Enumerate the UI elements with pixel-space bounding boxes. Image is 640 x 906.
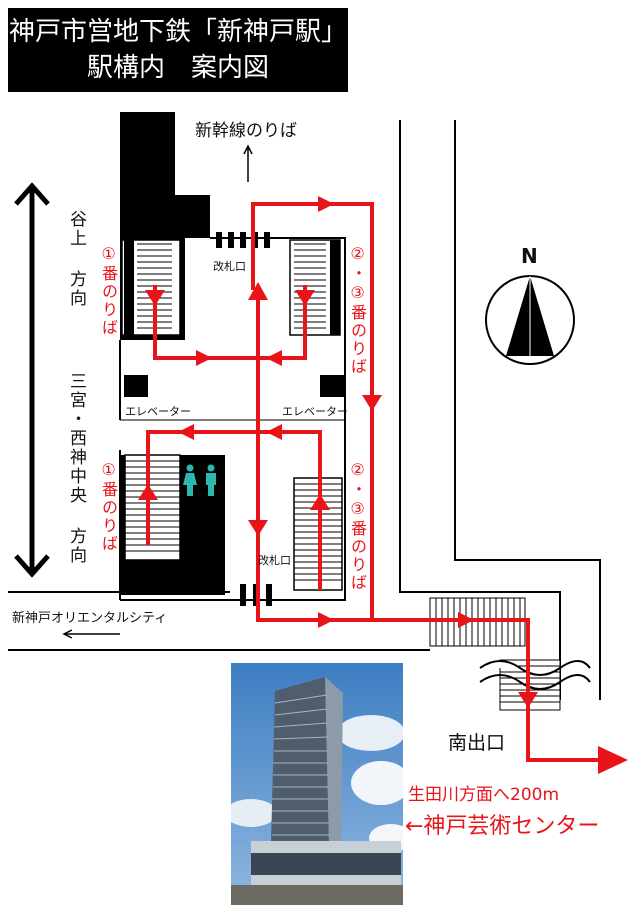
up-arrow-icon <box>243 144 253 182</box>
south-exit-label: 南出口 <box>448 732 506 754</box>
oriental-city-label: 新神戸オリエンタルシティ <box>12 611 168 626</box>
shinkansen-label: 新幹線のりば <box>195 121 297 141</box>
north-compass-icon <box>485 275 575 365</box>
elevator-left-box <box>124 375 148 397</box>
title-line-2: 駅構内 案内図 <box>86 53 269 83</box>
elevator-left-label: エレベーター <box>125 405 191 418</box>
concourse-outline <box>120 237 346 601</box>
south-stairs <box>429 597 561 711</box>
ikutagawa-direction-label: 生田川方面へ200m <box>408 785 560 805</box>
direction-double-arrow <box>14 182 50 578</box>
art-center-label: ←神戸芸術センター <box>405 814 600 839</box>
route-arrowheads <box>138 196 628 774</box>
kobe-art-center-photo <box>231 663 403 905</box>
elevator-right-label: エレベーター <box>282 405 348 418</box>
ticket-gate-top-label: 改札口 <box>213 260 246 273</box>
elevator-right-box <box>320 375 344 397</box>
platform-2-3-top-label: ②・③番のりば <box>348 244 367 376</box>
street-line-far-right <box>454 120 601 700</box>
break-wave-upper <box>479 660 591 676</box>
walking-routes <box>146 202 608 762</box>
left-arrow-icon <box>62 629 120 639</box>
street-line-right <box>399 120 561 700</box>
taniue-direction-label: 谷上 方向 <box>66 210 86 308</box>
restroom-icon <box>180 464 222 502</box>
map-title: 神戸市営地下鉄「新神戸駅」 駅構内 案内図 <box>8 8 348 92</box>
platform-1-bottom-label: ①番のりば <box>99 460 118 553</box>
platform-1-top-label: ①番のりば <box>99 244 118 337</box>
break-wave-lower <box>479 674 591 690</box>
escalator-lower-left <box>124 454 181 561</box>
platform-2-3-bottom-label: ②・③番のりば <box>348 460 367 592</box>
title-line-1: 神戸市営地下鉄「新神戸駅」 <box>8 17 347 47</box>
sannomiya-direction-label: 三宮・西神中央 方向 <box>66 372 86 565</box>
compass-north-label: N <box>521 244 538 268</box>
ticket-gate-bottom-label: 改札口 <box>258 554 291 567</box>
ticket-gate-top <box>216 232 270 248</box>
